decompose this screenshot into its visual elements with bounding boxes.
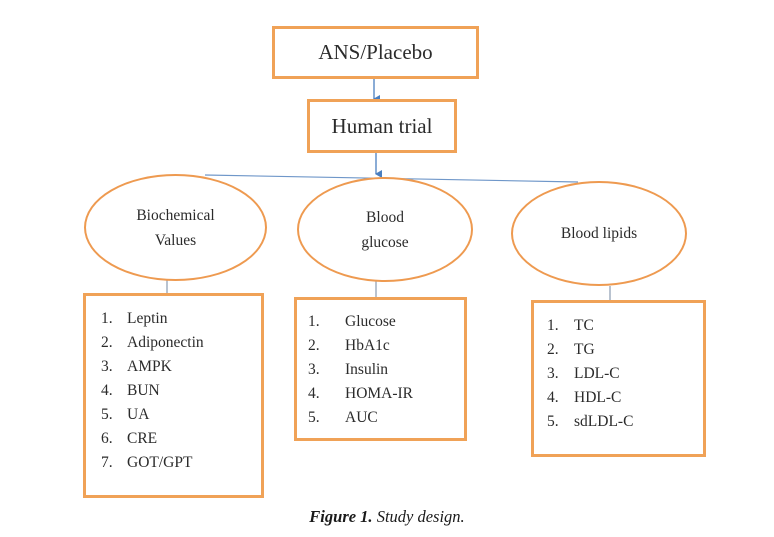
list-item: 4.HOMA-IR [308, 385, 414, 402]
list-item: 2.TG [547, 341, 595, 358]
list-item: 5.sdLDL-C [547, 413, 634, 430]
list-item: 4.BUN [101, 382, 160, 399]
list-item: 3.LDL-C [547, 365, 620, 382]
blood-glucose-list-box: 1.Glucose 2.HbA1c 3.Insulin 4.HOMA-IR 5.… [294, 297, 467, 441]
figure-caption-text: Study design. [372, 507, 465, 526]
ans-placebo-label: ANS/Placebo [318, 40, 433, 64]
list-item: 5.AUC [308, 409, 378, 426]
biochemical-values-node: Biochemical Values [84, 174, 267, 281]
figure-caption: Figure 1. Study design. [0, 507, 774, 527]
list-item: 1.Leptin [101, 310, 168, 327]
list-item: 6.CRE [101, 430, 158, 447]
category-label-line: Blood lipids [560, 225, 638, 242]
list-item: 2.HbA1c [308, 337, 390, 354]
list-item: 3.Insulin [308, 361, 389, 378]
category-label-line: Blood [366, 208, 404, 226]
blood-glucose-node: Blood glucose [297, 177, 473, 282]
list-item: 1.Glucose [308, 313, 396, 330]
ans-placebo-node: ANS/Placebo [272, 26, 479, 79]
blood-lipids-node: Blood lipids [511, 181, 687, 286]
blood-lipids-list-box: 1.TC 2.TG 3.LDL-C 4.HDL-C 5.sdLDL-C [531, 300, 706, 457]
human-trial-node: Human trial [307, 99, 457, 153]
category-label-line: Biochemical [136, 206, 215, 224]
list-item: 7.GOT/GPT [101, 454, 193, 471]
category-label-line: Values [154, 231, 197, 249]
list-item: 2.Adiponectin [101, 334, 204, 351]
human-trial-label: Human trial [331, 113, 433, 138]
list-item: 3.AMPK [101, 358, 172, 375]
list-item: 4.HDL-C [547, 389, 622, 406]
list-item: 5.UA [101, 406, 150, 423]
biochemical-values-list-box: 1.Leptin 2.Adiponectin 3.AMPK 4.BUN 5.UA… [83, 293, 264, 498]
list-item: 1.TC [547, 317, 594, 334]
category-label-line: glucose [361, 233, 409, 251]
figure-caption-label: Figure 1. [309, 507, 373, 526]
